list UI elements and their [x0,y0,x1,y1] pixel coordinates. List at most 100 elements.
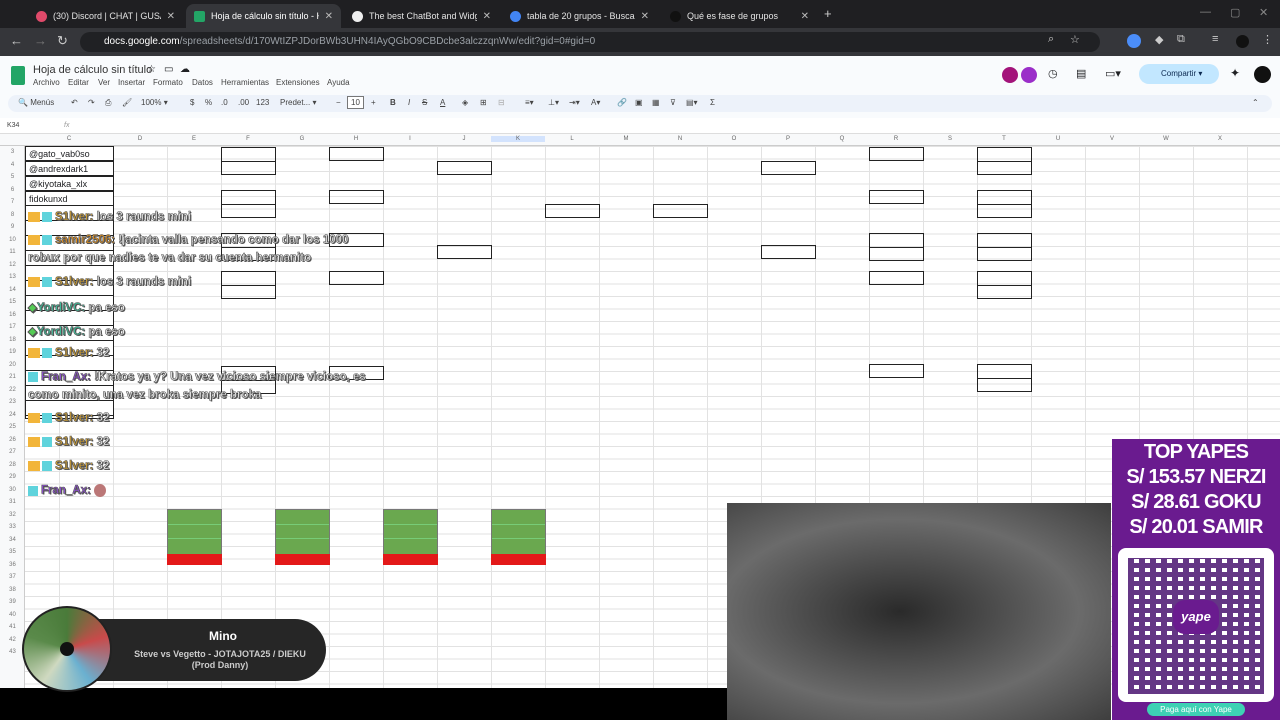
strikethrough-icon[interactable]: S [422,98,428,107]
green-block[interactable] [383,509,438,565]
sheets-logo[interactable] [11,66,25,85]
row-header[interactable]: 4 [10,161,15,168]
row-header[interactable]: 35 [9,549,16,555]
bracket-box[interactable] [545,204,600,218]
tab-google[interactable]: tabla de 20 grupos - Buscar co✕ [502,4,657,28]
menu-insertar[interactable]: Insertar [118,78,146,87]
menu-archivo[interactable]: Archivo [33,78,60,87]
wrap-icon[interactable]: ⇥▾ [569,98,580,107]
column-header[interactable]: J [462,136,466,142]
comments-icon[interactable]: ▤ [1076,68,1087,80]
row-header[interactable]: 3 [10,149,15,155]
align-icon[interactable]: ≡▾ [525,98,534,107]
collaborator-avatar[interactable] [1021,67,1037,83]
row-header[interactable]: 25 [9,424,16,430]
row-header[interactable]: 19 [9,349,16,355]
row-header[interactable]: 30 [9,486,16,493]
bracket-box[interactable] [977,233,1032,261]
cloud-icon[interactable]: ☁ [180,64,190,75]
gemini-icon[interactable]: ✦ [1230,66,1241,80]
column-header[interactable]: W [1163,136,1169,142]
bracket-box[interactable] [329,190,384,204]
valign-icon[interactable]: ⊥▾ [548,98,559,107]
row-header[interactable]: 14 [9,286,16,293]
bracket-box[interactable] [869,233,924,261]
rotate-icon[interactable]: A▾ [591,98,601,107]
row-header[interactable]: 43 [9,649,16,655]
row-header[interactable]: 17 [9,324,16,330]
row-header[interactable]: 6 [10,186,15,193]
row-header[interactable]: 9 [10,224,15,230]
cell[interactable]: fidokunxd [25,191,114,206]
green-block[interactable] [167,509,222,565]
bracket-box[interactable] [869,147,924,161]
bracket-box[interactable] [977,364,1032,392]
decrease-decimal-button[interactable]: .0 [221,98,228,107]
close-icon[interactable]: ✕ [324,10,333,22]
font-select[interactable]: Predet... ▾ [280,98,317,107]
row-header[interactable]: 34 [9,536,16,543]
row-header[interactable]: 42 [9,636,16,643]
chart-icon[interactable]: ▦ [652,98,660,107]
red-cell[interactable] [167,554,222,565]
bracket-box[interactable] [329,271,384,285]
row-header[interactable]: 10 [9,236,16,243]
puzzle-icon[interactable]: ⧉ [1177,33,1185,45]
close-icon[interactable]: ✕ [640,10,649,22]
comment-icon[interactable]: ▣ [635,98,643,107]
print-icon[interactable]: ⎙ [105,98,112,107]
green-block[interactable] [491,509,546,565]
column-header[interactable]: Q [839,136,845,142]
percent-button[interactable]: % [205,98,213,107]
row-header[interactable]: 38 [9,586,16,593]
close-window-button[interactable]: ✕ [1259,7,1269,19]
close-icon[interactable]: ✕ [800,10,809,22]
column-header[interactable]: M [623,136,629,142]
fill-color-icon[interactable]: ◈ [462,98,469,107]
cell[interactable]: @andrexdark1 [25,161,114,176]
star-icon[interactable]: ☆ [147,64,156,75]
font-size-input[interactable]: 10 [347,96,364,109]
zoom-select[interactable]: 100% ▾ [141,98,168,107]
column-header[interactable]: R [893,136,899,142]
column-header[interactable]: X [1217,136,1222,142]
column-header[interactable]: U [1055,136,1061,142]
row-header[interactable]: 12 [9,261,16,268]
row-header[interactable]: 41 [9,624,16,630]
row-header[interactable]: 33 [9,524,16,530]
row-header[interactable]: 39 [9,599,16,605]
bracket-box[interactable] [329,147,384,161]
filter-icon[interactable]: ⊽ [670,98,676,107]
row-header[interactable]: 40 [9,611,16,618]
column-header[interactable]: E [191,136,196,142]
history-icon[interactable]: ◷ [1048,68,1058,80]
red-cell[interactable] [491,554,546,565]
column-header[interactable]: P [785,136,790,142]
forward-icon[interactable]: → [34,33,47,48]
tab-sheets[interactable]: Hoja de cálculo sin título - Hoja✕ [186,4,341,28]
column-header[interactable]: S [947,136,952,142]
menu-extensiones[interactable]: Extensiones [276,78,320,87]
account-avatar[interactable] [1254,66,1271,83]
row-header[interactable]: 27 [9,449,16,455]
bracket-box[interactable] [869,364,924,378]
red-cell[interactable] [275,554,330,565]
row-header[interactable]: 11 [9,249,16,255]
row-header[interactable]: 15 [9,299,16,305]
number-format-button[interactable]: 123 [256,98,270,107]
row-header[interactable]: 7 [10,199,15,205]
row-header[interactable]: 5 [10,174,15,180]
bracket-box[interactable] [437,245,492,259]
menu-editar[interactable]: Editar [68,78,89,87]
menu-icon[interactable]: ⋮ [1262,34,1273,46]
close-icon[interactable]: ✕ [166,10,175,22]
increase-font-size[interactable]: + [371,98,376,107]
document-title[interactable]: Hoja de cálculo sin título [33,64,153,76]
bracket-box[interactable] [977,271,1032,299]
bracket-box[interactable] [221,366,276,394]
column-header[interactable]: F [246,136,250,142]
row-header[interactable]: 26 [9,436,16,443]
minimize-button[interactable]: — [1200,6,1211,18]
row-header[interactable]: 8 [10,211,15,218]
menu-ver[interactable]: Ver [98,78,111,87]
